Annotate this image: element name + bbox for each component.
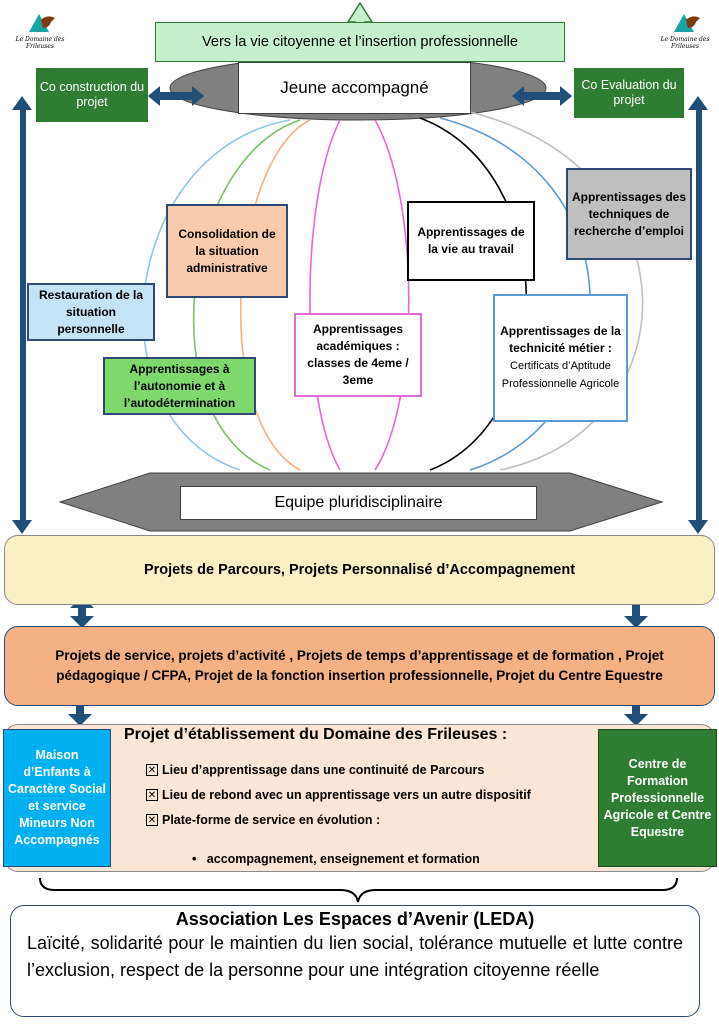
projets-parcours-text: Projets de Parcours, Projets Personnalis… bbox=[143, 562, 576, 578]
co-evaluation-text: Co Evaluation du projet bbox=[581, 78, 677, 107]
curve-pink-left bbox=[309, 119, 341, 471]
academiques-text: Apprentissages académiques : classes de … bbox=[307, 322, 409, 387]
equipe-box: Equipe pluridisciplinaire bbox=[180, 486, 537, 520]
curve-pink-right bbox=[374, 119, 410, 471]
curve-gray bbox=[469, 111, 644, 471]
logo-right-text: Le Domaine des Frileuses bbox=[660, 36, 710, 50]
logo-mark-icon bbox=[29, 14, 55, 32]
etablissement-item-3: ✕Plate-forme de service en évolution : bbox=[146, 813, 381, 827]
restauration-box: Restauration de la situation personnelle bbox=[27, 283, 155, 341]
logo-right: Le Domaine des Frileuses bbox=[650, 8, 719, 50]
etablissement-title: Projet d’établissement du Domaine des Fr… bbox=[124, 726, 508, 743]
technicite-box: Apprentissages de la technicité métier :… bbox=[493, 294, 628, 422]
academiques-box: Apprentissages académiques : classes de … bbox=[294, 313, 422, 397]
recherche-emploi-box: Apprentissages des techniques de recherc… bbox=[566, 168, 692, 260]
recherche-emploi-text: Apprentissages des techniques de recherc… bbox=[571, 189, 687, 238]
etablissement-panel bbox=[4, 724, 715, 872]
top-banner: Vers la vie citoyenne et l’insertion pro… bbox=[155, 22, 565, 62]
checkbox-icon: ✕ bbox=[146, 764, 158, 776]
projets-service-band: Projets de service, projets d’activité ,… bbox=[4, 626, 715, 706]
consolidation-text: Consolidation de la situation administra… bbox=[178, 226, 276, 275]
logo-mark-icon bbox=[674, 14, 700, 32]
centre-formation-box: Centre de Formation Professionnelle Agri… bbox=[598, 729, 717, 867]
restauration-text: Restauration de la situation personnelle bbox=[38, 287, 144, 336]
projets-parcours-band: Projets de Parcours, Projets Personnalis… bbox=[4, 535, 715, 605]
co-construction-box: Co construction du projet bbox=[36, 68, 148, 122]
arrow-co-evaluation bbox=[512, 86, 572, 106]
etablissement-item-1: ✕Lieu d’apprentissage dans une continuit… bbox=[146, 763, 485, 777]
equipe-text: Equipe pluridisciplinaire bbox=[274, 494, 443, 511]
top-banner-text: Vers la vie citoyenne et l’insertion pro… bbox=[202, 34, 518, 50]
checkbox-icon: ✕ bbox=[146, 789, 158, 801]
centre-formation-text: Centre de Formation Professionnelle Agri… bbox=[603, 756, 712, 839]
consolidation-box: Consolidation de la situation administra… bbox=[166, 204, 288, 298]
maison-enfants-text: Maison d’Enfants à Caractère Social et s… bbox=[8, 748, 106, 847]
jeune-accompagne-box: Jeune accompagné bbox=[238, 62, 471, 114]
etablissement-sub-item: • accompagnement, enseignement et format… bbox=[192, 852, 480, 866]
etablissement-list: ✕Lieu d’apprentissage dans une continuit… bbox=[146, 763, 596, 838]
co-construction-text: Co construction du projet bbox=[39, 80, 145, 109]
projets-service-text: Projets de service, projets d’activité ,… bbox=[55, 648, 664, 683]
technicite-detail: Certificats d’Aptitude Professionnelle A… bbox=[501, 360, 620, 390]
arrow-co-construction bbox=[148, 86, 204, 106]
bottom-brace bbox=[39, 877, 678, 903]
maison-enfants-box: Maison d’Enfants à Caractère Social et s… bbox=[3, 729, 111, 867]
etablissement-item-2: ✕Lieu de rebond avec un apprentissage ve… bbox=[146, 788, 531, 802]
checkbox-icon: ✕ bbox=[146, 814, 158, 826]
association-text: Laïcité, solidarité pour le maintien du … bbox=[27, 933, 683, 980]
autonomie-text: Apprentissages à l’autonomie et à l’auto… bbox=[123, 361, 236, 410]
technicite-title: Apprentissages de la technicité métier : bbox=[500, 324, 621, 355]
association-box: Association Les Espaces d’Avenir (LEDA) … bbox=[10, 905, 700, 1017]
jeune-accompagne-text: Jeune accompagné bbox=[280, 78, 429, 97]
left-vertical-arrow bbox=[12, 96, 32, 534]
logo-left: Le Domaine des Frileuses bbox=[5, 8, 75, 50]
right-vertical-arrow bbox=[688, 96, 708, 534]
autonomie-box: Apprentissages à l’autonomie et à l’auto… bbox=[103, 357, 256, 415]
vie-travail-text: Apprentissages de la vie au travail bbox=[417, 225, 525, 256]
vie-travail-box: Apprentissages de la vie au travail bbox=[407, 201, 535, 281]
association-title: Association Les Espaces d’Avenir (LEDA) bbox=[175, 909, 535, 929]
bullet-icon: • bbox=[192, 852, 207, 866]
logo-left-text: Le Domaine des Frileuses bbox=[15, 36, 65, 50]
co-evaluation-box: Co Evaluation du projet bbox=[574, 68, 684, 118]
